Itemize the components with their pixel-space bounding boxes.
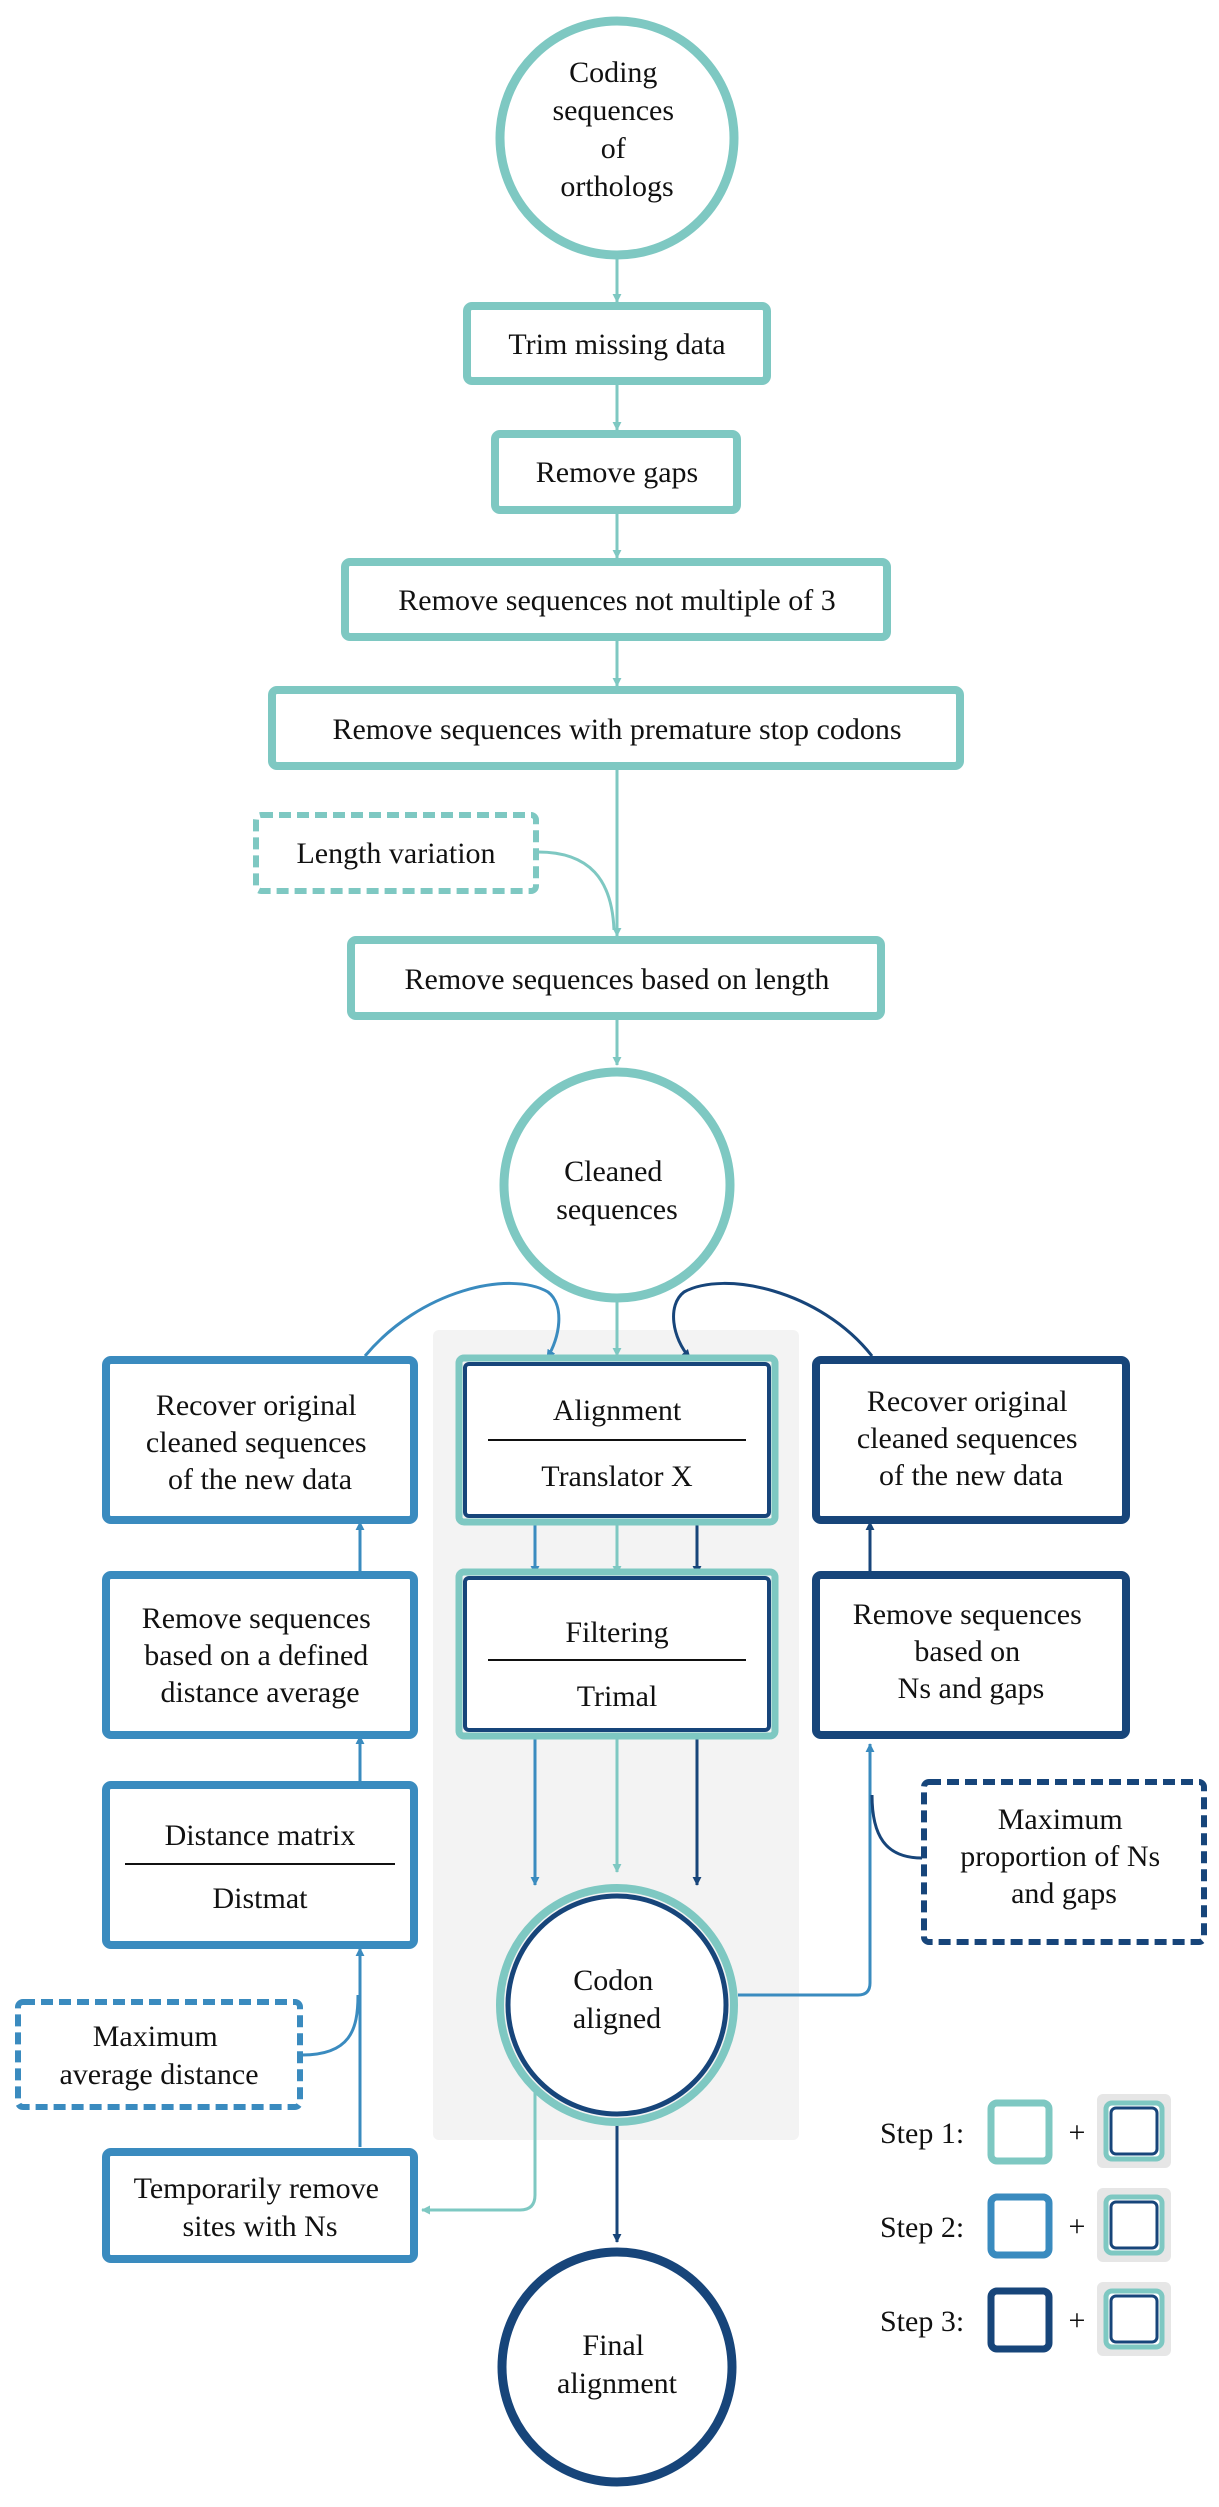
legend-plus-3: + [1069, 2304, 1086, 2337]
filtering-box-outer [455, 1568, 779, 1740]
legend-step-2-swatch [987, 2193, 1053, 2259]
svg-text:Codon aligned: Codon aligned [573, 1964, 661, 2035]
recover-left-line-3: of the new data [168, 1463, 352, 1496]
coding-sequences-line-4: orthologs [560, 170, 673, 203]
remove-length-box [347, 936, 885, 1020]
svg-text:Temporarily remove sites w: Temporarily remove sites with Ns [134, 2172, 387, 2243]
remove-stop-box [268, 686, 964, 770]
svg-text:Recover original cleaned s: Recover original cleaned sequences of th… [146, 1389, 374, 1496]
remove-ns-line-2: based on [914, 1635, 1020, 1668]
remove-not-multiple-box [341, 558, 891, 641]
filtering-title: Filtering [565, 1616, 668, 1649]
legend-step-3-label: Step 3: [880, 2305, 964, 2338]
remove-ns-line-3: Ns and gaps [898, 1672, 1045, 1705]
trim-missing-label: Trim missing data [508, 328, 725, 361]
final-line-1: Final [582, 2329, 644, 2362]
coding-sequences-circle [495, 16, 739, 260]
coding-sequences-line-1: Coding [569, 56, 657, 89]
alignment-title: Alignment [553, 1394, 682, 1427]
recover-right-line-2: cleaned sequences [857, 1422, 1078, 1455]
max-proportion-line-1: Maximum [998, 1803, 1123, 1836]
remove-gaps-box [491, 430, 741, 514]
legend-step-1-swatch [987, 2099, 1053, 2165]
arrow-codon-to-temp-remove [421, 2090, 537, 2215]
max-proportion-line-3: and gaps [1011, 1877, 1117, 1910]
alignment-box-outer [455, 1354, 779, 1526]
cleaned-line-2: sequences [556, 1193, 678, 1226]
cleaned-sequences-circle [499, 1067, 735, 1303]
remove-distance-box [102, 1571, 418, 1739]
legend-step-3-swatch [987, 2287, 1053, 2353]
recover-right-line-1: Recover original [867, 1385, 1068, 1418]
arrow-length-variation-merge [537, 850, 616, 931]
max-proportion-line-2: proportion of Ns [960, 1840, 1160, 1873]
temp-remove-line-2: sites with Ns [182, 2210, 337, 2243]
max-proportion-box [921, 1779, 1207, 1945]
distance-matrix-title: Distance matrix [165, 1819, 356, 1852]
svg-text:Coding sequences of: Coding sequences of orthologs [552, 56, 681, 203]
remove-distance-line-3: distance average [160, 1676, 359, 1709]
svg-text:Maximum proportion of Ns: Maximum proportion of Ns and gaps [960, 1803, 1167, 1910]
codon-aligned-ring [496, 1884, 738, 2126]
svg-text:Remove sequences based on: Remove sequences based on a defined dist… [142, 1602, 379, 1709]
legend-step-2-label: Step 2: [880, 2211, 964, 2244]
svg-text:Recover original cleaned s: Recover original cleaned sequences of th… [857, 1385, 1085, 1492]
filtering-box [463, 1576, 771, 1732]
remove-ns-line-1: Remove sequences [853, 1598, 1082, 1631]
recover-right-box [812, 1356, 1130, 1524]
svg-text:Final alignment: Final alignment [557, 2329, 678, 2400]
legend-shared-swatch-3-inner [1109, 2294, 1159, 2344]
filtering-tool: Trimal [577, 1680, 658, 1713]
remove-not-multiple-label: Remove sequences not multiple of 3 [398, 584, 835, 617]
legend: Step 1: + Step 2: + Step 3: + [880, 2094, 1171, 2356]
arrow-max-avg-merge [301, 1994, 360, 2057]
remove-distance-line-1: Remove sequences [142, 1602, 371, 1635]
legend-step-1-label: Step 1: [880, 2117, 964, 2150]
length-variation-label: Length variation [296, 837, 495, 870]
alignment-tool: Translator X [541, 1460, 693, 1493]
distance-matrix-tool: Distmat [213, 1882, 309, 1915]
max-avg-line-2: average distance [59, 2058, 258, 2091]
legend-plus-1: + [1069, 2116, 1086, 2149]
arrow-cleaned-to-alignment-s3 [672, 1281, 874, 1360]
remove-stop-label: Remove sequences with premature stop cod… [332, 713, 901, 746]
legend-shared-swatch-1-inner [1109, 2106, 1159, 2156]
final-alignment-circle [497, 2247, 737, 2487]
max-avg-distance-box [15, 1999, 303, 2110]
remove-ns-box [812, 1571, 1130, 1739]
svg-text:Cleaned sequences: Cleaned sequences [556, 1155, 678, 1226]
svg-text:Maximum average distance: Maximum average distance [59, 2020, 258, 2091]
svg-text:Remove sequences based on: Remove sequences based on Ns and gaps [853, 1598, 1090, 1705]
arrow-max-prop-merge [870, 1794, 923, 1860]
final-line-2: alignment [557, 2367, 678, 2400]
coding-sequences-line-2: sequences [552, 94, 674, 127]
remove-gaps-label: Remove gaps [536, 456, 698, 489]
recover-left-line-1: Recover original [156, 1389, 357, 1422]
temp-remove-box [102, 2148, 418, 2263]
remove-length-label: Remove sequences based on length [405, 963, 830, 996]
codon-aligned-line-1: Codon [573, 1964, 653, 1997]
arrow-cleaned-to-alignment-s2 [363, 1281, 561, 1359]
legend-plus-2: + [1069, 2210, 1086, 2243]
recover-left-line-2: cleaned sequences [146, 1426, 367, 1459]
length-variation-box [253, 812, 539, 894]
remove-distance-line-2: based on a defined [144, 1639, 368, 1672]
codon-aligned-circle [505, 1893, 729, 2117]
codon-aligned-line-2: aligned [573, 2002, 661, 2035]
recover-right-line-3: of the new data [879, 1459, 1063, 1492]
temp-remove-line-1: Temporarily remove [134, 2172, 379, 2205]
cleaned-line-1: Cleaned [564, 1155, 662, 1188]
recover-left-box [102, 1356, 418, 1524]
max-avg-line-1: Maximum [93, 2020, 218, 2053]
legend-shared-swatch-2-inner [1109, 2200, 1159, 2250]
coding-sequences-line-3: of [601, 132, 626, 165]
arrow-codon-to-remove-ns [738, 1743, 875, 1997]
trim-missing-box [463, 302, 771, 385]
